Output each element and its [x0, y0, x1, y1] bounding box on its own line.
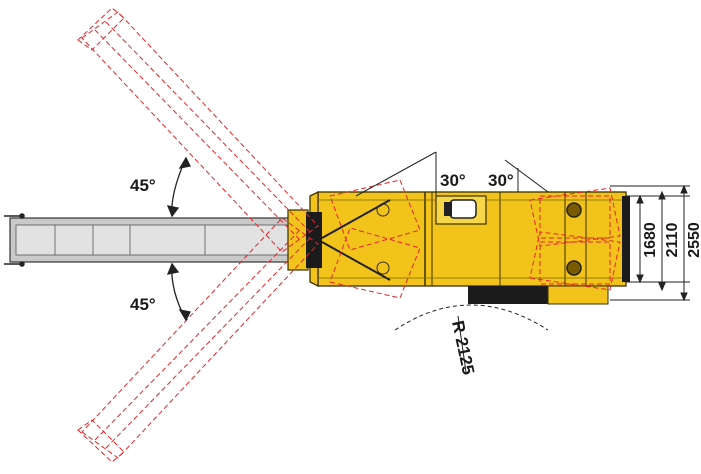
- side-step-yellow: [547, 285, 609, 305]
- swung-boom-upper-inner: [105, 21, 311, 233]
- dimension-lines: [610, 184, 690, 302]
- swing-angle-lower-label: 45°: [130, 295, 156, 314]
- swing-arc-upper-arrowhead: [166, 205, 180, 218]
- boom-tip-hooks: [4, 213, 25, 267]
- swung-boom-lower-inner: [105, 237, 311, 449]
- dimension-2550-label: 2550: [686, 222, 701, 258]
- swung-outrigger: [529, 231, 621, 291]
- turning-radius-leader: [457, 315, 467, 373]
- turning-radius: [394, 304, 549, 373]
- outrigger-angle-lines: [355, 151, 549, 197]
- swung-outrigger: [529, 187, 621, 247]
- rear-counterweight: [622, 196, 630, 282]
- turning-radius-arc: [394, 304, 549, 331]
- swung-boom-upper-tip: [77, 7, 125, 51]
- angle-line: [504, 159, 549, 193]
- side-step-dark: [468, 286, 548, 304]
- swung-outrigger: [329, 227, 421, 299]
- swing-range-overlay: [77, 7, 621, 463]
- outrigger-pad: [566, 260, 582, 276]
- swung-boom-upper-inner: [94, 29, 301, 241]
- swung-boom-lower-inner: [94, 229, 301, 441]
- dimension-2110-label: 2110: [664, 223, 681, 258]
- hydraulic-cylinder: [321, 241, 391, 281]
- outrigger-pad: [376, 261, 390, 275]
- swing-angle-upper-label: 45°: [130, 176, 156, 195]
- telescopic-boom: [4, 199, 391, 281]
- swung-outrigger: [329, 179, 421, 251]
- outrigger-pad: [566, 202, 582, 218]
- swing-arcs: [166, 156, 191, 322]
- swung-boom-lower-tip: [77, 419, 125, 463]
- swing-arc-upper-arrowhead: [178, 156, 191, 169]
- swing-arc-lower-arrowhead: [166, 262, 180, 275]
- hydraulic-cylinder: [321, 199, 391, 239]
- cab-seat: [449, 199, 477, 219]
- swung-outrigger-box: [539, 195, 611, 239]
- turning-radius-label: R 2125: [448, 319, 478, 377]
- outrigger-angle-right-label: 30°: [488, 171, 514, 190]
- cab-seat-back: [444, 202, 452, 216]
- boom-inner: [15, 224, 309, 256]
- swung-boom-lower: [81, 217, 319, 459]
- chassis: [309, 190, 630, 305]
- dimension-1680-label: 1680: [642, 222, 659, 258]
- swung-boom-upper: [81, 11, 319, 253]
- swing-arc-lower-arrowhead: [178, 309, 191, 322]
- outrigger-angle-left-label: 30°: [440, 171, 466, 190]
- swung-outrigger-box: [539, 241, 611, 285]
- angle-line: [355, 151, 437, 197]
